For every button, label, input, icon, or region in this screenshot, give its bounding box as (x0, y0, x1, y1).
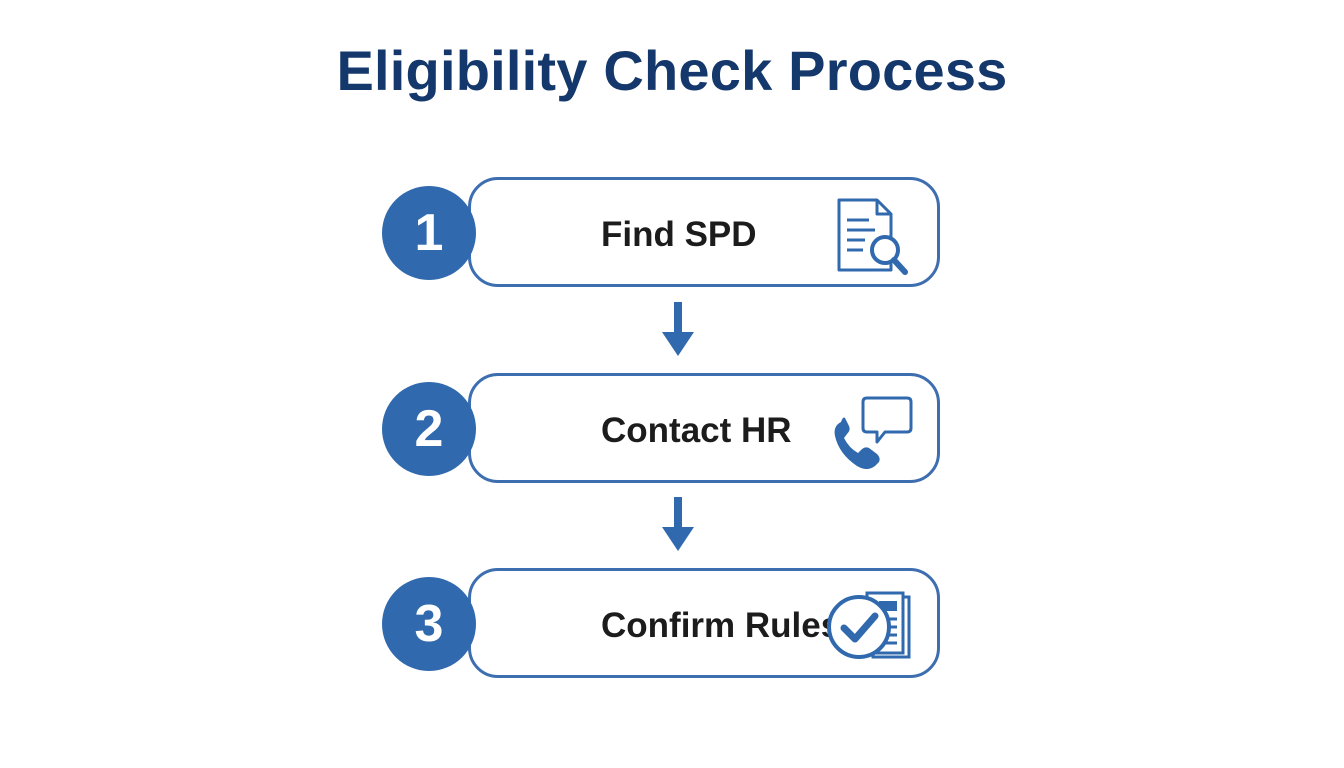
step-card: Contact HR (468, 373, 940, 483)
step-3: Confirm Rules 3 (380, 568, 946, 684)
step-number-badge: 2 (382, 382, 476, 476)
step-card: Confirm Rules (468, 568, 940, 678)
phone-chat-icon (825, 388, 915, 474)
step-card: Find SPD (468, 177, 940, 287)
step-label: Confirm Rules (601, 606, 841, 645)
arrow-down-icon (662, 497, 694, 551)
step-number-badge: 3 (382, 577, 476, 671)
step-2: Contact HR 2 (380, 373, 946, 489)
step-label: Contact HR (601, 411, 792, 450)
page-title: Eligibility Check Process (336, 39, 1008, 102)
step-label: Find SPD (601, 215, 757, 254)
arrow-down-icon (662, 302, 694, 356)
step-1: Find SPD 1 (380, 177, 946, 293)
document-search-icon (825, 192, 915, 278)
checklist-icon (825, 583, 915, 669)
step-number-badge: 1 (382, 186, 476, 280)
